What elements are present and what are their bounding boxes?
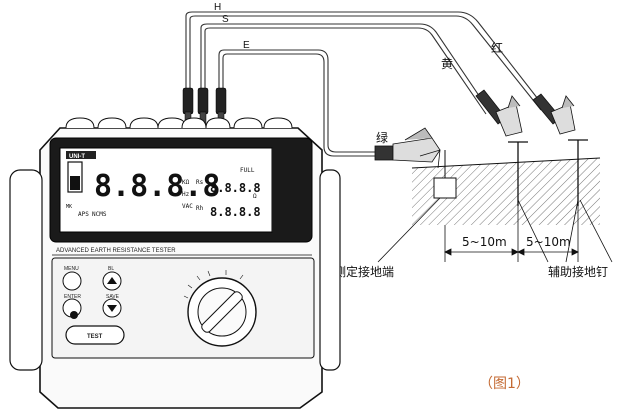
lcd-unit-ohm: Ω — [253, 193, 257, 200]
lcd-unit-hz: Hz — [182, 191, 190, 198]
lead-e — [218, 49, 390, 153]
color-label-green: 绿 — [376, 130, 388, 145]
lcd-aps: APS — [78, 211, 89, 218]
lcd-rh: Rh — [196, 205, 204, 212]
color-label-red: 红 — [491, 40, 503, 55]
wire-label-s: S — [222, 14, 229, 25]
distance-label-1: 5~10m — [462, 235, 507, 249]
clip-red — [532, 93, 576, 135]
color-label-yellow: 黄 — [441, 57, 453, 71]
enter-label: ENTER — [64, 294, 81, 300]
lcd-unit-kohm: KΩ — [182, 179, 190, 186]
device-title: ADVANCED EARTH RESISTANCE TESTER — [56, 248, 176, 254]
clip-yellow — [475, 89, 523, 137]
wire-label-h: H — [214, 2, 221, 13]
lcd-ncms: NCMS — [92, 211, 107, 218]
lcd-rs: Rs — [196, 179, 204, 186]
save-label: SAVE — [106, 294, 120, 300]
lcd-full-indicator: FULL — [240, 167, 255, 174]
test-leads — [185, 11, 546, 157]
lcd-unit-vac: VAC — [182, 203, 193, 210]
lead-s — [200, 23, 491, 113]
menu-label: MENU — [64, 266, 79, 272]
earth-electrode — [433, 150, 457, 199]
down-arrow-icon — [107, 305, 117, 312]
tester-device: UNI-T 8.8.8.8 FULL APS NCMS KΩ Hz VAC Rs… — [9, 117, 341, 409]
lcd-mk: MK — [66, 204, 72, 210]
label-auxiliary-spikes: 辅助接地钉 — [548, 264, 608, 279]
test-label: TEST — [87, 334, 103, 340]
lead-h — [185, 11, 546, 109]
lead-plugs — [182, 87, 227, 125]
distance-dimension — [444, 206, 579, 262]
ground — [411, 157, 601, 225]
rotary-switch[interactable] — [183, 270, 257, 347]
menu-button[interactable] — [62, 271, 82, 291]
lcd-main-reading: 8.8.8.8 — [94, 169, 220, 204]
leader-lines — [377, 197, 613, 263]
lcd-sub-reading-2: 8.8.8.8 — [210, 205, 261, 219]
up-arrow-icon — [107, 277, 117, 284]
bl-label: BL — [108, 266, 114, 272]
lcd-sub-reading-1: 8.8.8.8 — [210, 181, 261, 195]
wire-label-e: E — [243, 40, 250, 51]
test-button[interactable] — [65, 325, 125, 345]
auxiliary-spikes — [508, 139, 588, 206]
clip-green — [374, 127, 441, 169]
figure-caption: （图1） — [479, 376, 530, 392]
distance-label-2: 5~10m — [526, 235, 571, 249]
brand-logo: UNI-T — [69, 154, 85, 160]
